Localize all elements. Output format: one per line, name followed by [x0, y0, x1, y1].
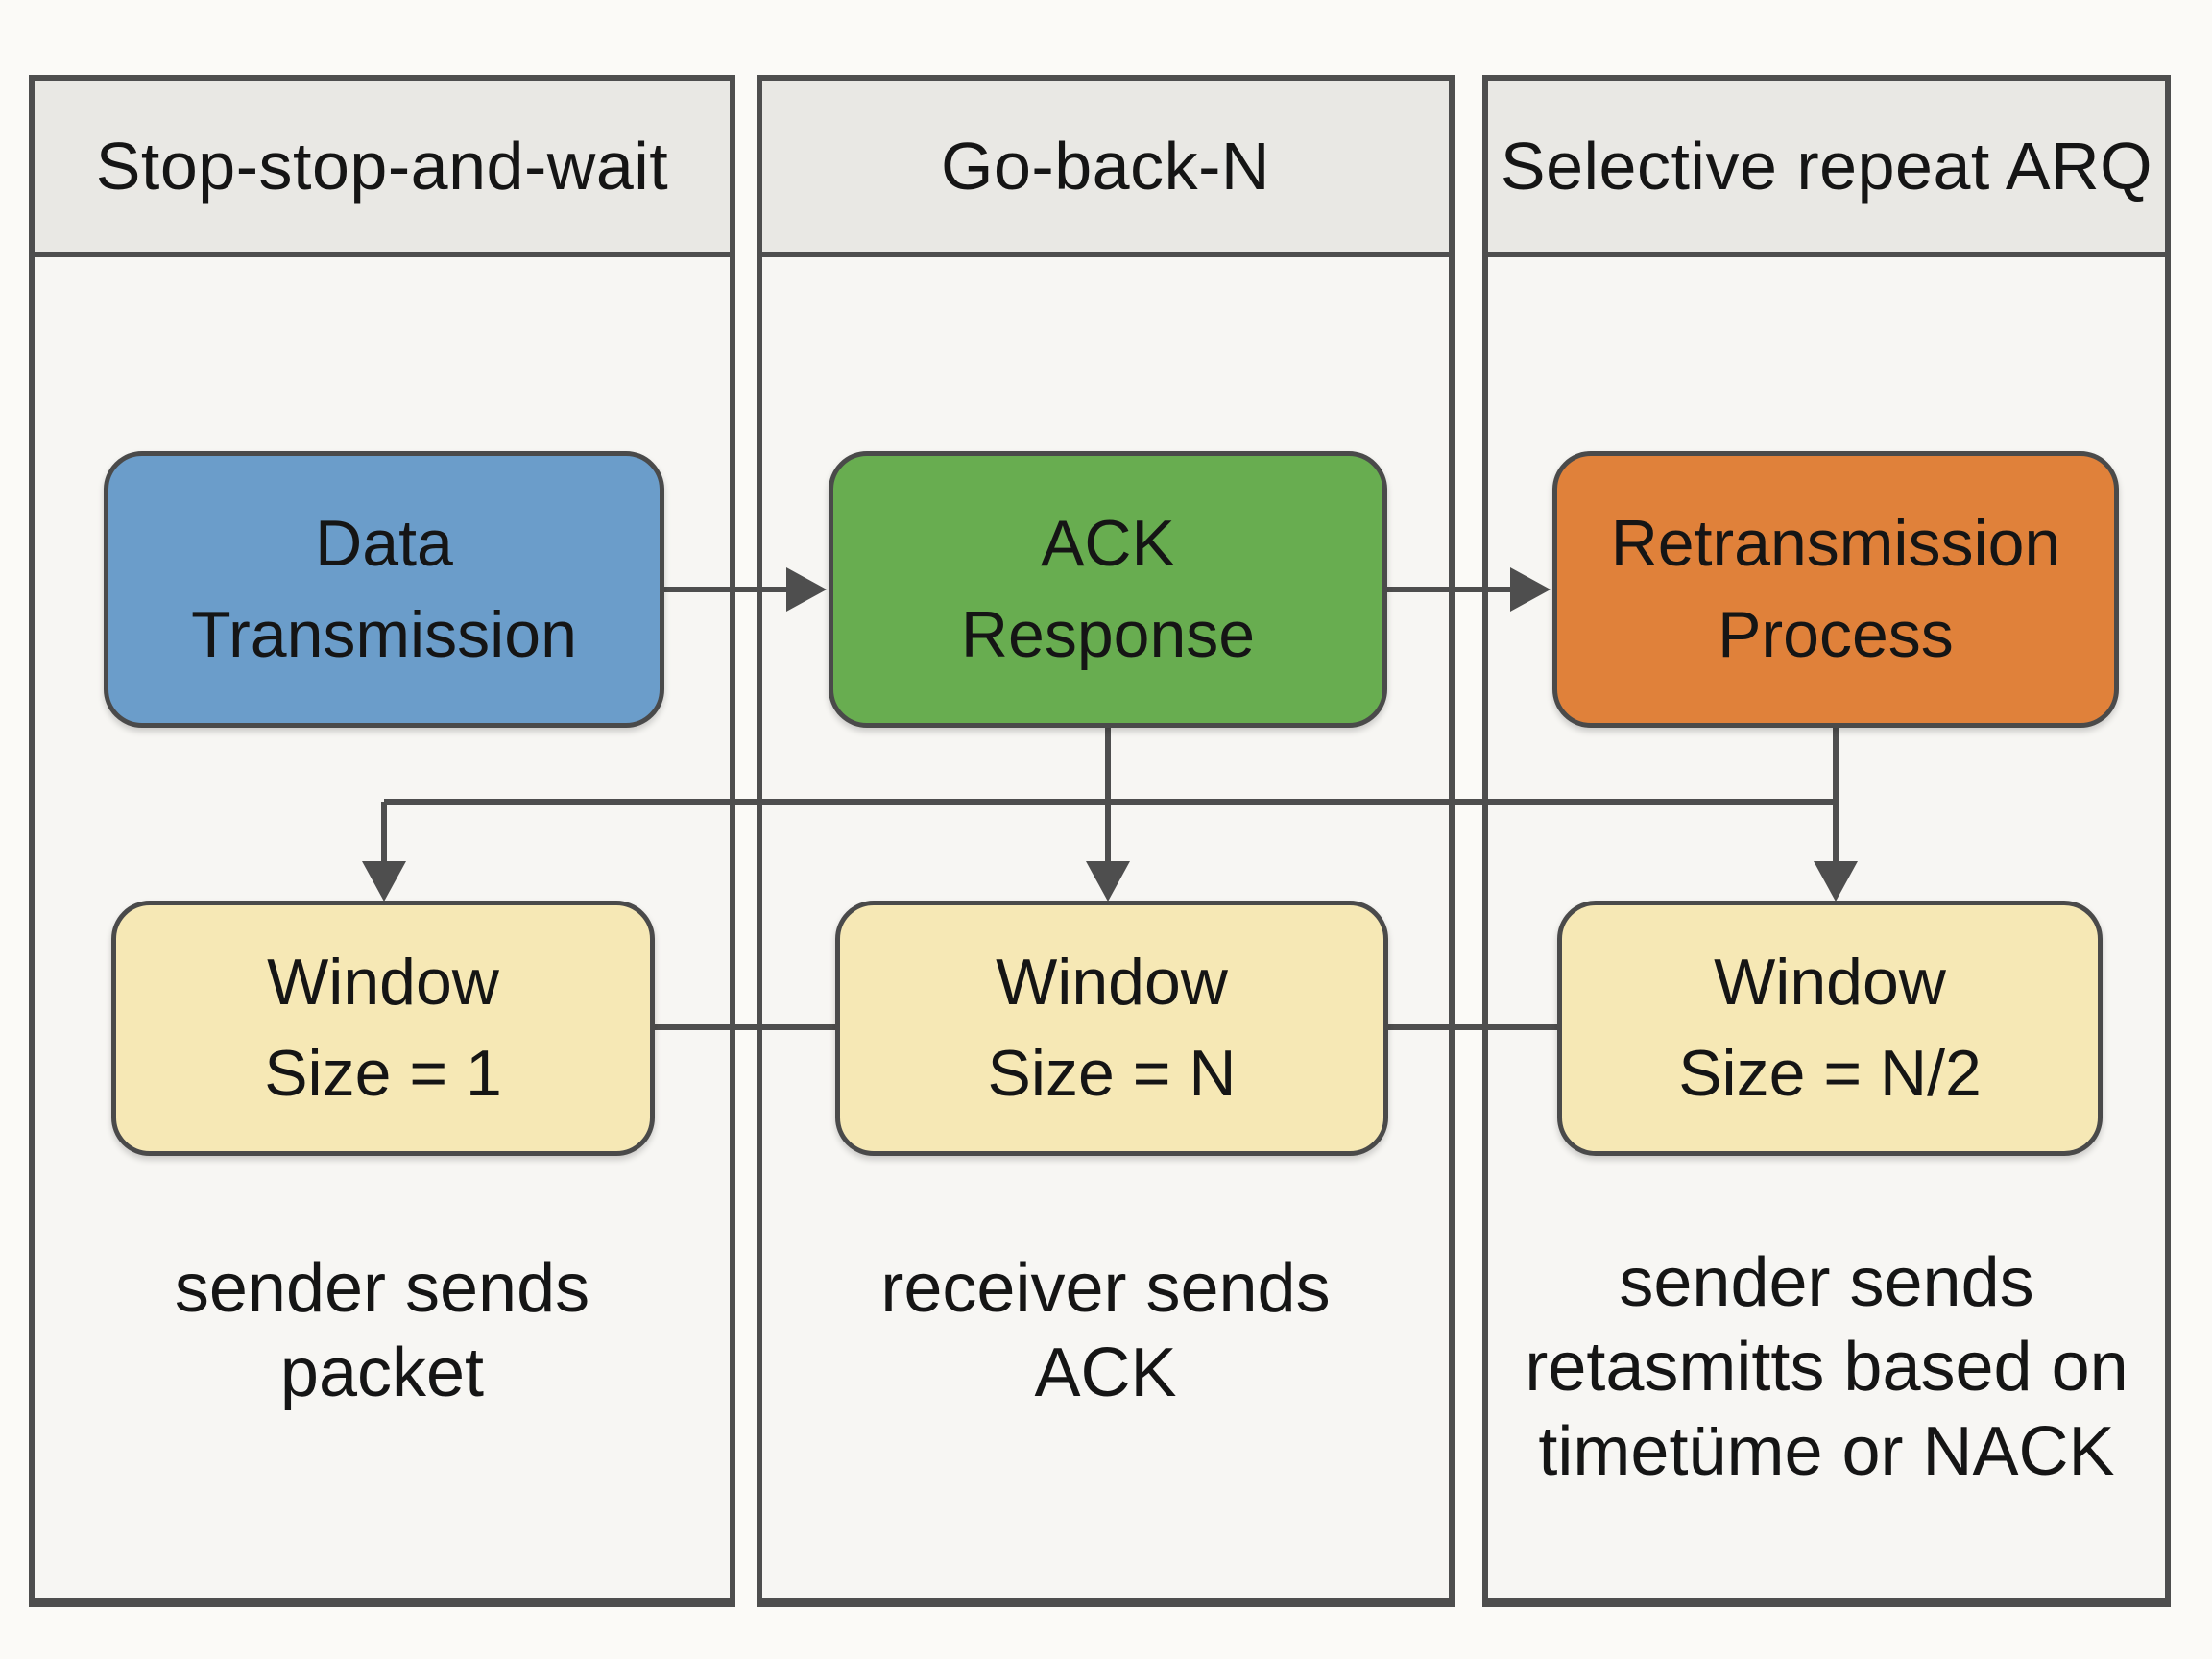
note-line: packet: [279, 1334, 485, 1411]
window-size-n-box: Window Size = N: [835, 901, 1388, 1156]
window-size-n-label-line2: Size = N: [987, 1037, 1237, 1110]
window-size-1-box: Window Size = 1: [111, 901, 655, 1156]
ack-response-box: ACK Response: [829, 451, 1387, 728]
note-go-back-n: receiver sends ACK: [757, 1246, 1455, 1415]
retransmission-label-line1: Retransmission: [1610, 507, 2061, 580]
note-selective-repeat-arq: sender sends retasmitts based on timetüm…: [1482, 1240, 2171, 1494]
column-header-go-back-n: Go-back-N: [762, 81, 1449, 257]
ack-response-label-line1: ACK: [1041, 507, 1175, 580]
retransmission-label-line2: Process: [1718, 598, 1954, 671]
window-size-n2-box: Window Size = N/2: [1557, 901, 2103, 1156]
note-line: timetüme or NACK: [1538, 1413, 2115, 1490]
window-size-n2-label-line2: Size = N/2: [1678, 1037, 1982, 1110]
column-stop-stop-and-wait: Stop-stop-and-wait: [29, 75, 735, 1607]
column-header-selective-repeat-arq: Selective repeat ARQ: [1488, 81, 2165, 257]
data-transmission-box: Data Transmission: [104, 451, 664, 728]
note-line: sender sends: [1619, 1244, 2034, 1321]
note-line: retasmitts based on: [1525, 1329, 2128, 1406]
note-line: sender sends: [174, 1250, 590, 1327]
data-transmission-label-line1: Data: [315, 507, 453, 580]
ack-response-label-line2: Response: [960, 598, 1256, 671]
note-line: receiver sends: [880, 1250, 1331, 1327]
window-size-n-label-line1: Window: [996, 946, 1228, 1019]
window-size-1-label-line1: Window: [267, 946, 499, 1019]
column-header-stop-stop-and-wait: Stop-stop-and-wait: [35, 81, 730, 257]
data-transmission-label-line2: Transmission: [191, 598, 577, 671]
retransmission-process-box: Retransmission Process: [1552, 451, 2119, 728]
column-selective-repeat-arq: Selective repeat ARQ: [1482, 75, 2171, 1607]
window-size-n2-label-line1: Window: [1714, 946, 1946, 1019]
window-size-1-label-line2: Size = 1: [264, 1037, 502, 1110]
note-line: ACK: [1034, 1334, 1177, 1411]
note-stop-stop-and-wait: sender sends packet: [29, 1246, 735, 1415]
